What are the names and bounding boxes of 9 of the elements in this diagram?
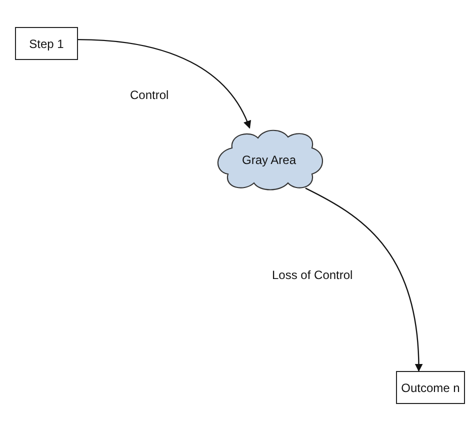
edge-label: Loss of Control [270,268,355,282]
arrow [78,38,251,129]
process-box [15,27,78,60]
process-box [396,371,465,404]
arrow [305,188,423,372]
edge-label: Control [128,88,171,102]
node-label: Gray Area [242,153,296,167]
node-label: Outcome n [401,380,460,394]
node-label: Step 1 [29,36,64,50]
